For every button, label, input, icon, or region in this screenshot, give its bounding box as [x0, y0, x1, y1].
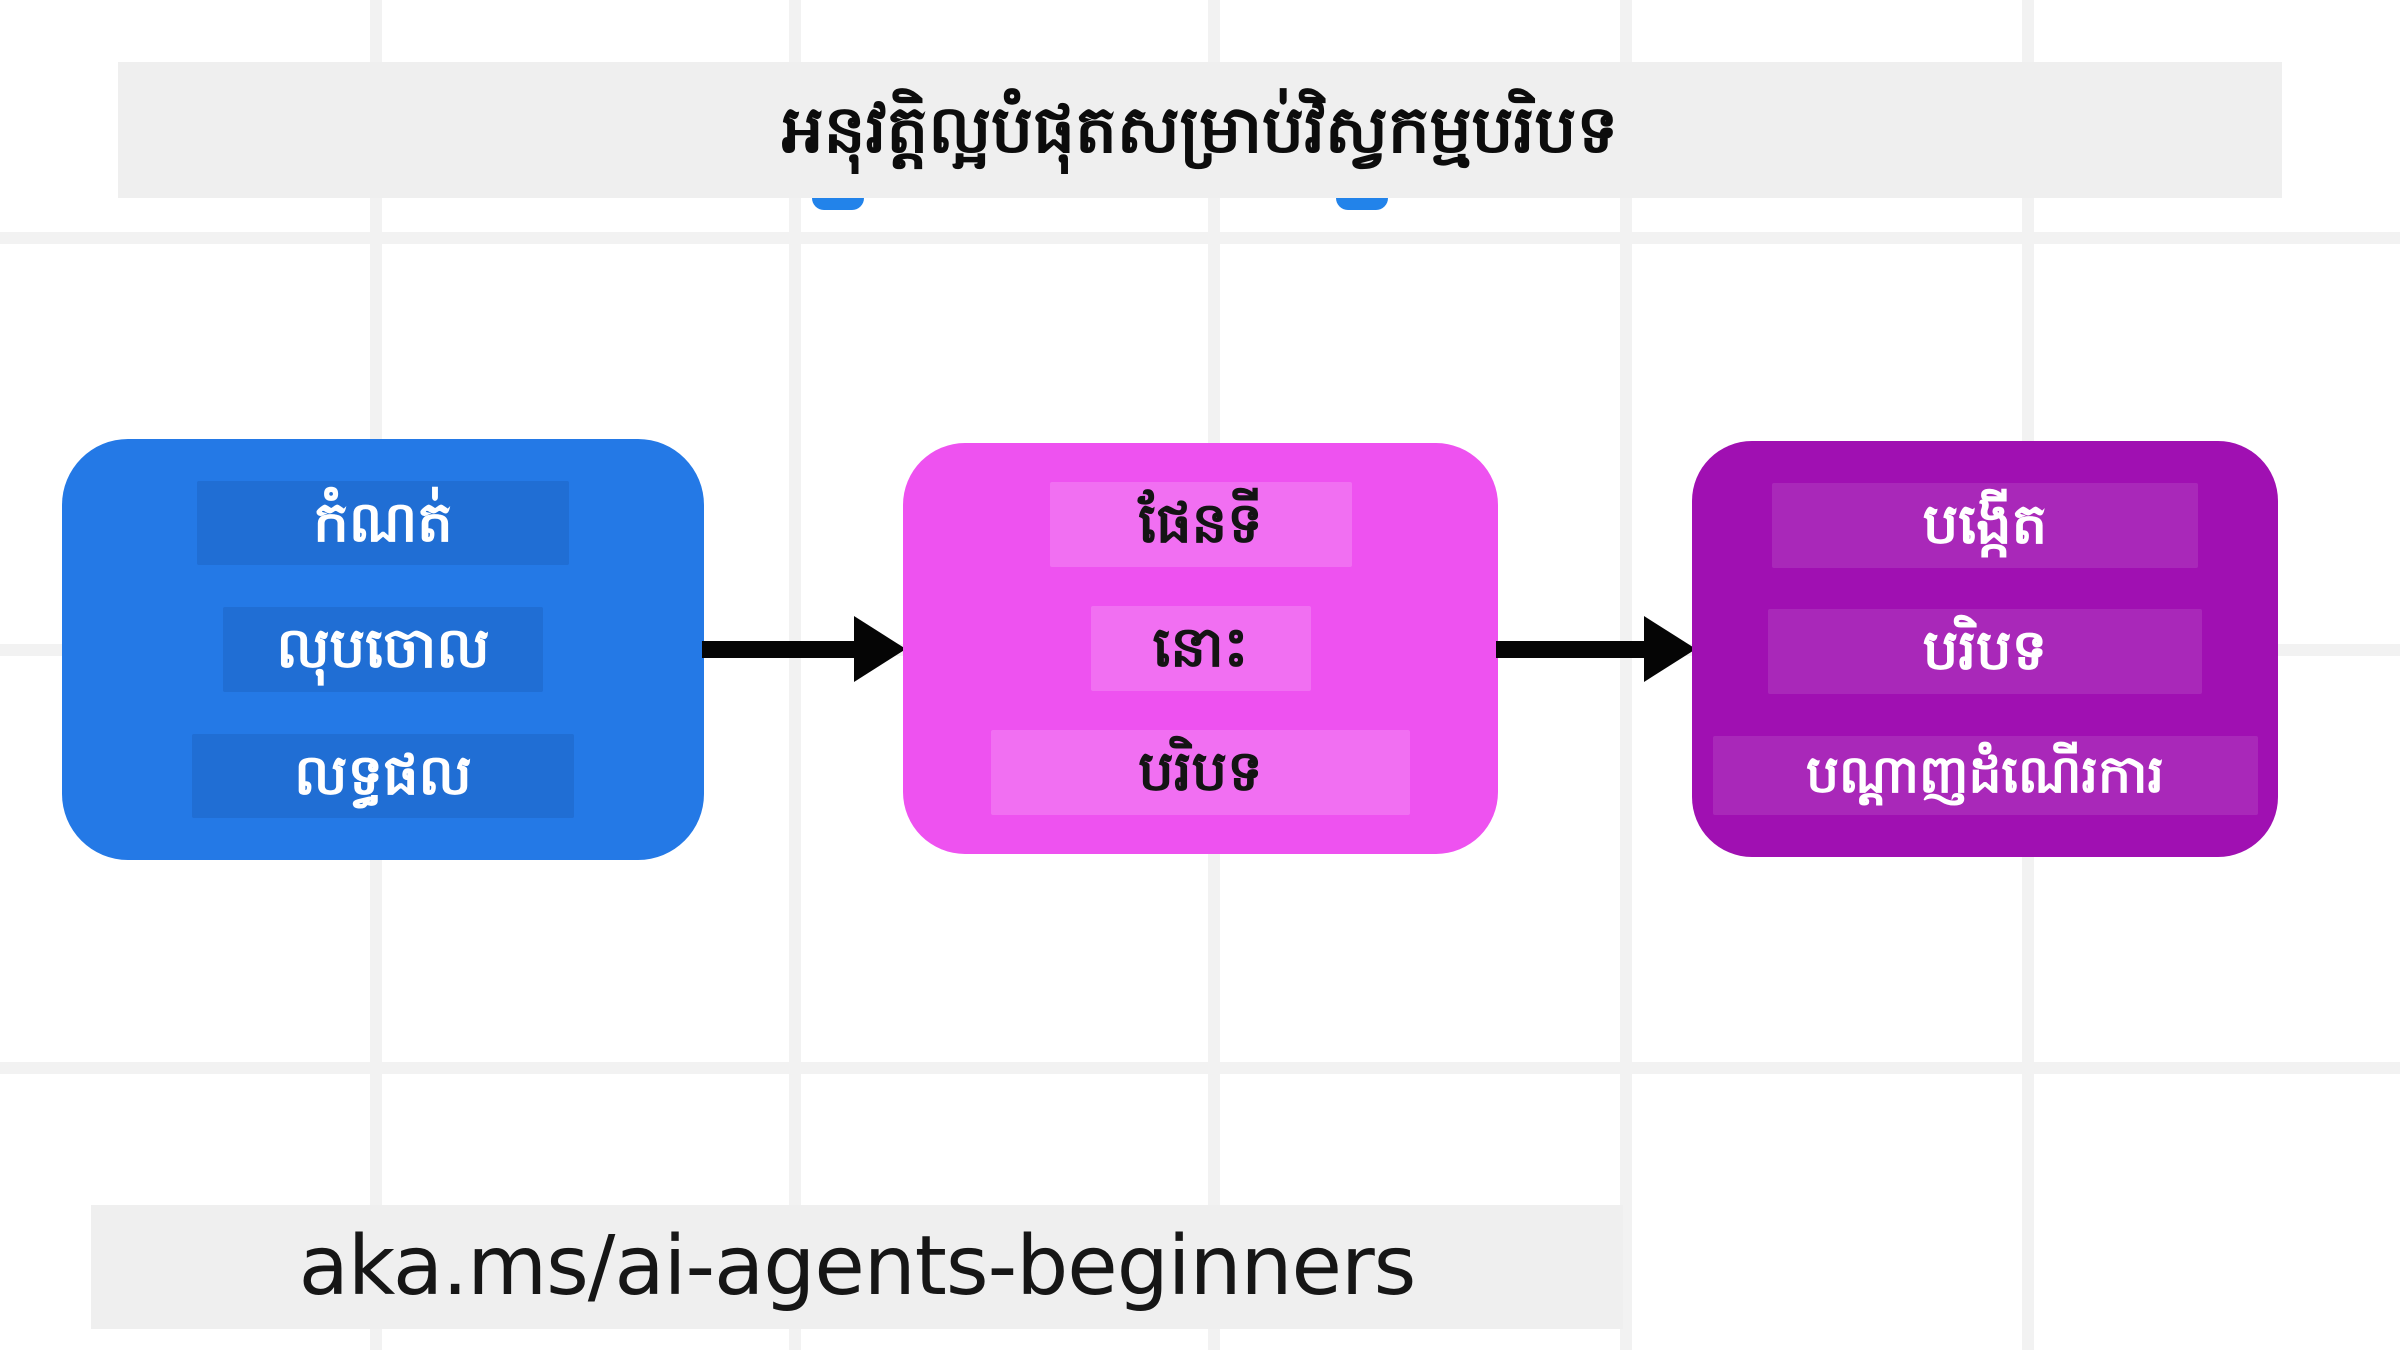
step-label: នោះ	[1090, 606, 1311, 691]
grid-line-vertical	[789, 0, 801, 1350]
grid-line-horizontal	[0, 1062, 2400, 1074]
flow-arrow-head	[1644, 616, 1696, 682]
grid-line-vertical	[1620, 0, 1632, 1350]
step-label: បរិបទ	[1768, 609, 2202, 694]
step-label: បង្កើត	[1772, 482, 2198, 568]
artifact-blue-dot	[1336, 198, 1388, 210]
flow-arrow-shaft	[1496, 641, 1644, 658]
artifact-blue-dot	[812, 198, 864, 210]
slide-title: អនុវត្តិល្អបំផុតសម្រាប់វិស្វកម្មបរិបទ	[781, 91, 1619, 168]
step-label: ផែនទី	[1049, 482, 1352, 567]
step-label: លទ្ធផល	[192, 733, 574, 819]
flow-step-3: បង្កើត បរិបទ បណ្ដាញដំណើរការ	[1692, 441, 2278, 857]
title-banner: អនុវត្តិល្អបំផុតសម្រាប់វិស្វកម្មបរិបទ	[118, 62, 2282, 198]
grid-line-horizontal	[0, 232, 2400, 244]
step-label: កំណត់	[197, 480, 569, 566]
flow-arrow-shaft	[702, 641, 854, 658]
footer-bar: aka.ms/ai-agents-beginners	[91, 1205, 1623, 1329]
flow-step-2: ផែនទី នោះ បរិបទ	[903, 443, 1498, 854]
flow-step-1: កំណត់ លុបចោល លទ្ធផល	[62, 439, 704, 860]
flow-arrow-head	[854, 616, 906, 682]
step-label: លុបចោល	[223, 607, 543, 692]
step-label: បរិបទ	[991, 730, 1410, 815]
step-label: បណ្ដាញដំណើរការ	[1712, 735, 2258, 816]
footer-link: aka.ms/ai-agents-beginners	[298, 1219, 1417, 1314]
